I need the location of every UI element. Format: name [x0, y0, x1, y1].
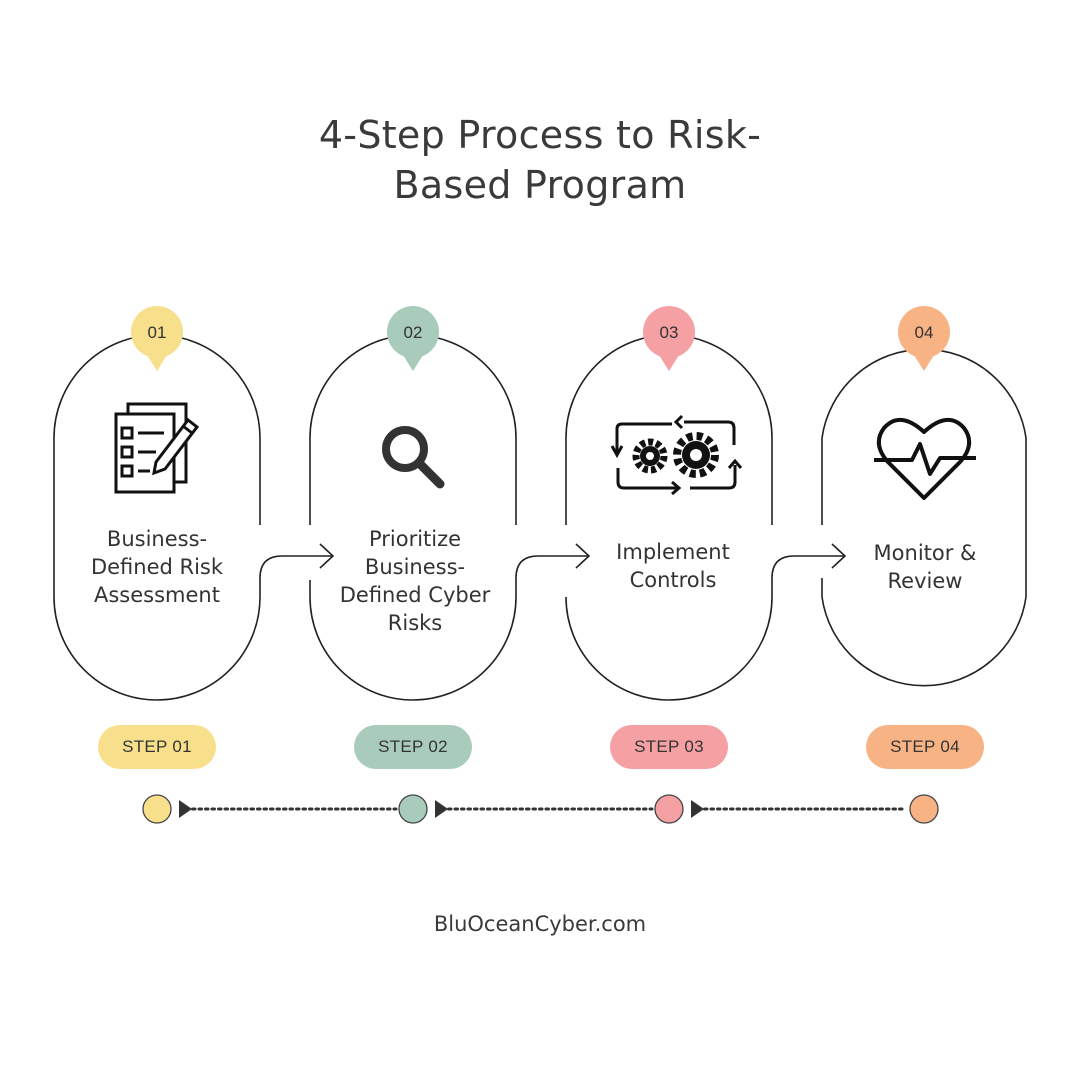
gears-icon — [610, 414, 743, 496]
connector-arrow-3 — [831, 543, 847, 569]
step-label-line: Business- — [364, 555, 466, 579]
step-label-line: Risks — [387, 611, 443, 635]
step-label-3: Implement Controls — [583, 538, 763, 594]
step-label-line: Controls — [629, 568, 717, 592]
step-badge-4: STEP 04 — [866, 725, 984, 769]
stage-outline-2b — [309, 555, 588, 701]
timeline — [142, 794, 939, 824]
step-label-4: Monitor & Review — [835, 539, 1015, 595]
step-marker-3: 03 — [643, 306, 695, 371]
step-number-1: 01 — [148, 323, 167, 342]
step-label-line: Implement — [616, 540, 730, 564]
step-label-line: Business- — [106, 527, 208, 551]
timeline-dot-4 — [909, 794, 939, 824]
step-badge-3: STEP 03 — [610, 725, 728, 769]
timeline-dot-3 — [654, 794, 684, 824]
step-label-line: Review — [887, 569, 963, 593]
stage-outline-3b — [565, 555, 844, 701]
step-label-1: Business- Defined Risk Assessment — [67, 525, 247, 609]
step-marker-2: 02 — [387, 306, 439, 371]
title-line-2: Based Program — [393, 163, 687, 207]
title-line-1: 4-Step Process to Risk- — [318, 113, 762, 157]
step-number-2: 02 — [404, 323, 423, 342]
stage-outline-4 — [821, 348, 1027, 687]
checklist-icon — [114, 402, 200, 494]
step-number-4: 04 — [915, 323, 934, 342]
timeline-dot-2 — [398, 794, 428, 824]
step-label-line: Prioritize — [368, 527, 462, 551]
step-badge-1: STEP 01 — [98, 725, 216, 769]
step-marker-4: 04 — [898, 306, 950, 371]
step-badge-2: STEP 02 — [354, 725, 472, 769]
timeline-dot-1 — [142, 794, 172, 824]
step-label-line: Defined Cyber — [339, 583, 491, 607]
magnifier-icon — [382, 426, 445, 489]
heartbeat-icon — [874, 418, 976, 500]
stage-outline-1 — [53, 334, 332, 701]
step-label-line: Monitor & — [873, 541, 977, 565]
step-marker-1: 01 — [131, 306, 183, 371]
step-label-2: Prioritize Business- Defined Cyber Risks — [325, 525, 505, 637]
step-number-3: 03 — [660, 323, 679, 342]
step-label-line: Defined Risk — [90, 555, 224, 579]
page-title: 4-Step Process to Risk- Based Program — [240, 110, 840, 210]
step-label-line: Assessment — [94, 583, 220, 607]
footer-website: BluOceanCyber.com — [433, 912, 647, 936]
connector-arrow-1 — [319, 543, 335, 569]
connector-arrow-2 — [575, 543, 591, 569]
